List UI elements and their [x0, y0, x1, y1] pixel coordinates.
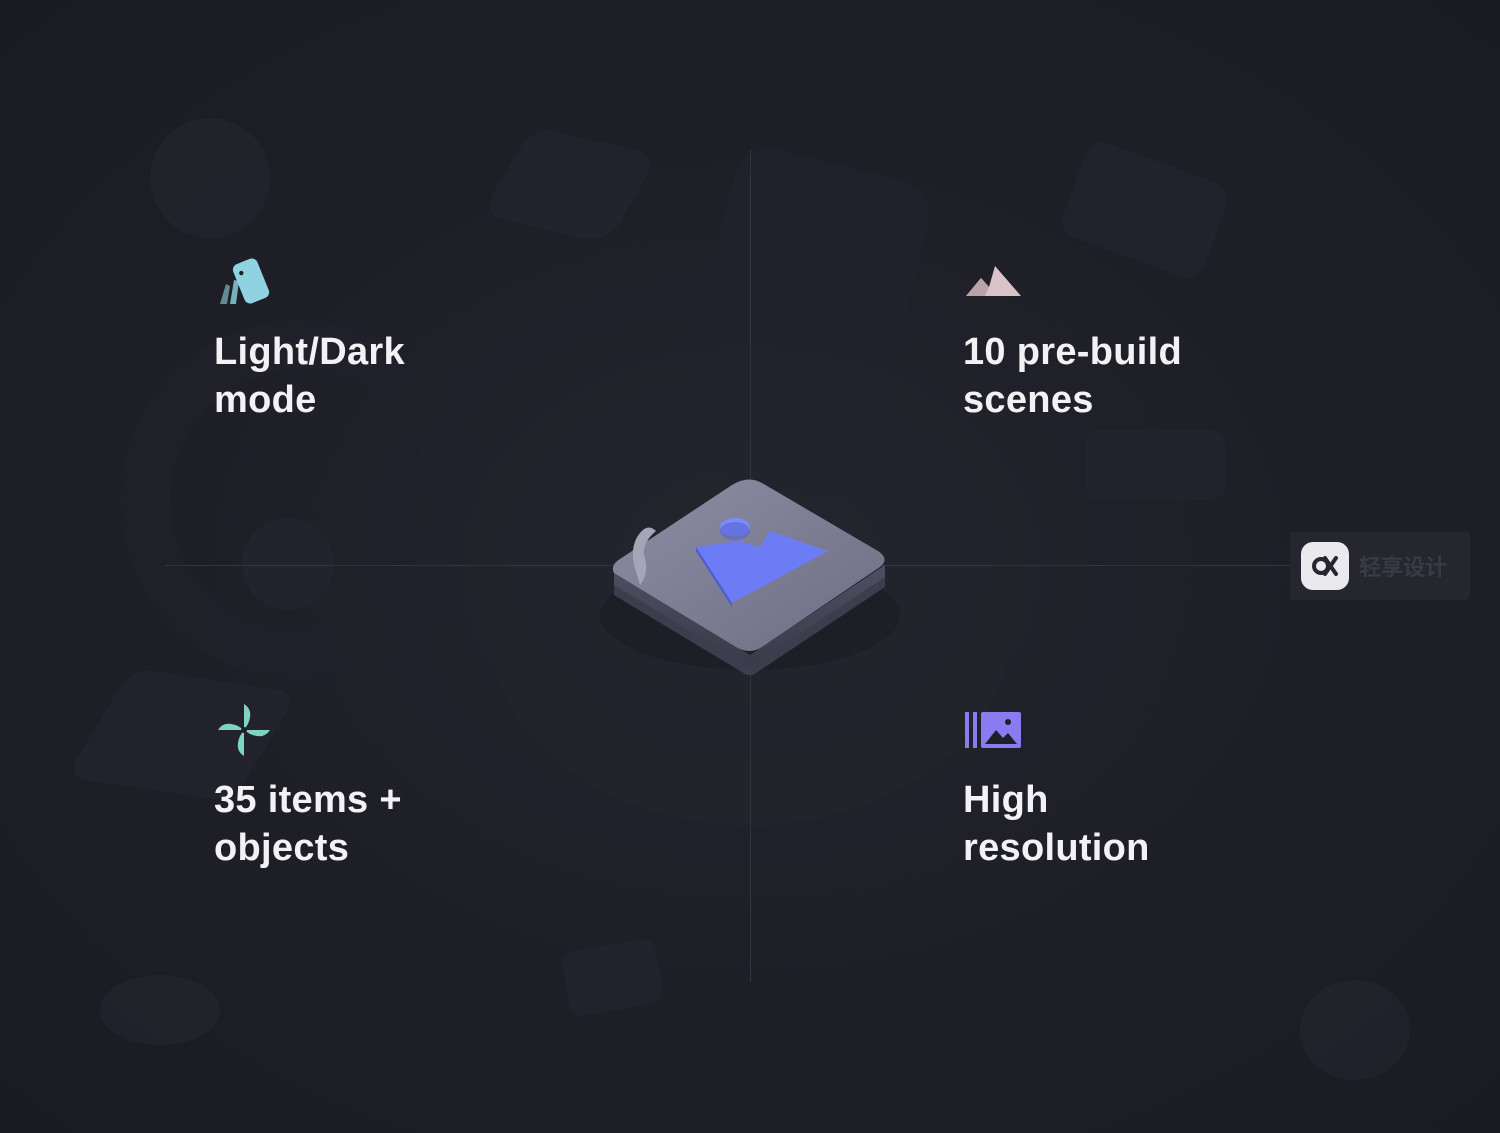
bg-tile-decoration — [481, 126, 659, 244]
3d-image-icon — [600, 479, 900, 675]
feature-high-resolution: High resolution — [963, 700, 1283, 872]
bg-block-decoration — [1085, 430, 1225, 500]
bg-tile-decoration — [560, 937, 665, 1018]
feature-items-objects: 35 items + objects — [214, 700, 534, 872]
feature-title-line: objects — [214, 827, 350, 869]
mountains-icon — [966, 266, 1021, 296]
brand-logo-icon — [1301, 542, 1349, 590]
color-swatches-icon — [220, 258, 270, 304]
watermark-badge: 轻享设计 — [1290, 532, 1470, 600]
feature-title-line: mode — [214, 379, 317, 421]
feature-title-line: Light/Dark — [214, 331, 405, 373]
bg-sphere-decoration — [1300, 980, 1410, 1080]
feature-light-dark-mode: Light/Dark mode — [214, 252, 534, 424]
feature-pre-build-scenes: 10 pre-build scenes — [963, 252, 1283, 424]
pinwheel-icon — [218, 704, 270, 756]
feature-title-line: 10 pre-build — [963, 331, 1182, 373]
feature-title-line: High — [963, 779, 1049, 821]
bg-sphere-decoration — [100, 975, 220, 1045]
feature-title-line: 35 items + — [214, 779, 402, 821]
feature-title-line: scenes — [963, 379, 1094, 421]
watermark-text: 轻享设计 — [1359, 555, 1448, 580]
bg-sphere-decoration — [150, 118, 270, 238]
feature-title-line: resolution — [963, 827, 1150, 869]
image-gallery-icon — [965, 712, 1021, 748]
